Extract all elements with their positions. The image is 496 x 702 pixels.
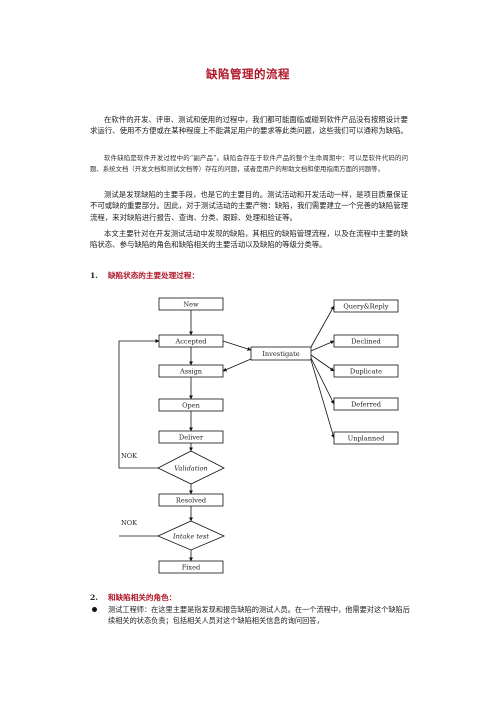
- state-deliver: Deliver: [158, 430, 224, 444]
- svg-text:Validation: Validation: [174, 465, 207, 473]
- paragraph-testing: 测试是发现缺陷的主要手段，也是它的主要目的。测试活动和开发活动一样，是项目质量保…: [90, 190, 408, 222]
- state-declined: Declined: [333, 334, 399, 348]
- nok-label-validation: NOK: [121, 452, 138, 460]
- state-fixed: Fixed: [158, 560, 224, 574]
- state-open: Open: [158, 398, 224, 412]
- svg-text:Resolved: Resolved: [176, 497, 207, 505]
- decision-intake-test: Intake test: [157, 520, 225, 551]
- svg-text:Investigate: Investigate: [262, 350, 299, 358]
- list-item-text: 测试工程师：在这里主要是指发现和报告缺陷的测试人员。在一个流程中，他需要对这个缺…: [108, 605, 410, 626]
- state-query-reply: Query&Reply: [333, 299, 399, 313]
- state-unplanned: Unplanned: [333, 431, 399, 445]
- section-heading-1: 1. 缺陷状态的主要处理过程：: [90, 270, 199, 281]
- section-number: 2.: [90, 593, 98, 602]
- svg-text:Open: Open: [182, 402, 201, 410]
- section-number: 1.: [90, 271, 98, 280]
- svg-text:Assign: Assign: [179, 368, 203, 376]
- section-title: 和缺陷相关的角色：: [107, 593, 177, 602]
- state-assign: Assign: [158, 364, 224, 378]
- bullet-icon: [92, 607, 97, 612]
- paragraph-scope: 本文主要针对在开发测试活动中发现的缺陷，其相应的缺陷管理流程，以及在流程中主要的…: [90, 229, 408, 250]
- svg-text:Intake test: Intake test: [172, 533, 209, 541]
- section-heading-2: 2. 和缺陷相关的角色：: [90, 592, 176, 603]
- state-deferred: Deferred: [333, 397, 399, 411]
- section-title: 缺陷状态的主要处理过程：: [107, 271, 200, 280]
- svg-text:New: New: [183, 301, 199, 309]
- svg-text:Deliver: Deliver: [179, 434, 204, 442]
- svg-text:Fixed: Fixed: [182, 564, 201, 572]
- state-investigate: Investigate: [250, 346, 312, 361]
- paragraph-intro: 在软件的开发、评审、测试和使用的过程中，我们都可能面临或碰到软件产品没有按照设计…: [90, 115, 408, 136]
- paragraph-definition: 软件缺陷是软件开发过程中的“副产品”。缺陷会存在于软件产品的整个生命周期中：可以…: [90, 154, 408, 173]
- nok-label-intake: NOK: [121, 519, 138, 527]
- svg-text:Duplicate: Duplicate: [350, 368, 382, 376]
- svg-text:Query&Reply: Query&Reply: [343, 303, 388, 311]
- svg-text:Accepted: Accepted: [174, 338, 207, 346]
- decision-validation: Validation: [157, 450, 225, 485]
- svg-text:Unplanned: Unplanned: [348, 435, 385, 443]
- state-resolved: Resolved: [158, 493, 224, 507]
- document-title: 缺陷管理的流程: [206, 67, 290, 81]
- state-duplicate: Duplicate: [333, 364, 399, 378]
- svg-text:Deferred: Deferred: [351, 401, 382, 409]
- state-accepted: Accepted: [158, 334, 224, 348]
- state-new: New: [158, 297, 224, 311]
- svg-text:Declined: Declined: [351, 338, 381, 346]
